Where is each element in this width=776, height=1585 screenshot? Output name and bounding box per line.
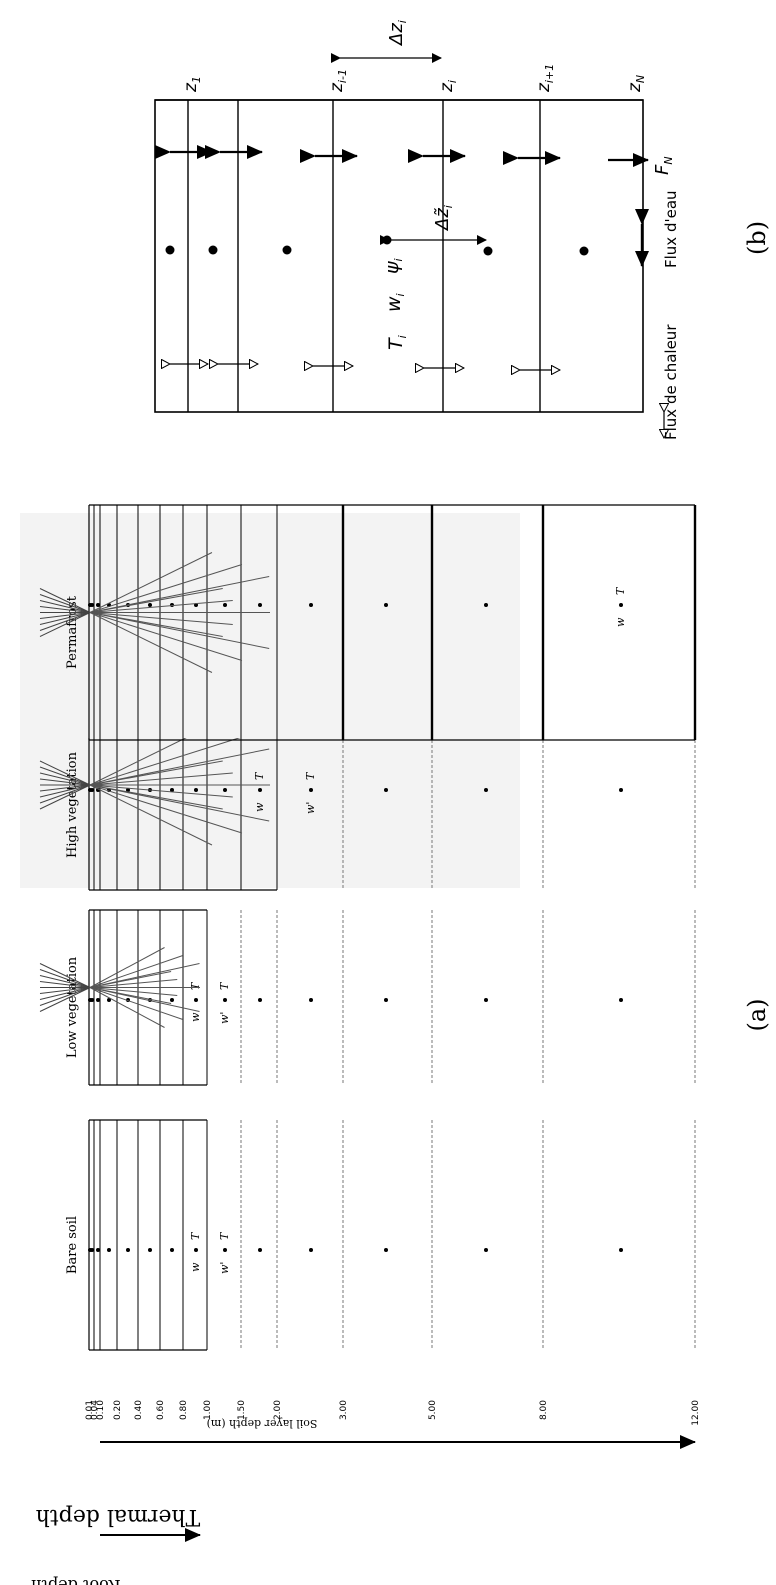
high-vegetation-node-dot bbox=[619, 788, 623, 792]
permafrost-node-dot bbox=[90, 603, 94, 607]
permafrost-node-dot bbox=[309, 603, 313, 607]
low-vegetation-node-dot bbox=[484, 998, 488, 1002]
low-vegetation-node-dot bbox=[619, 998, 623, 1002]
bare-soil-title: Bare soil bbox=[65, 1216, 80, 1274]
bare-soil-node-dot bbox=[194, 1248, 198, 1252]
depth-tick-label: 0.20 bbox=[113, 1400, 123, 1420]
high-vegetation-node-dot bbox=[194, 788, 198, 792]
low-vegetation-node-dot bbox=[223, 998, 227, 1002]
caption-a: (a) bbox=[743, 998, 771, 1031]
depth-tick-label: 8.00 bbox=[539, 1400, 549, 1420]
axis-title: Soil layer depth (m) bbox=[207, 1417, 318, 1430]
label-zip1: zi+1 bbox=[534, 64, 556, 93]
bare-soil-node-dot bbox=[96, 1248, 100, 1252]
legend-water-label: Flux d'eau bbox=[662, 190, 680, 268]
var-w: wi bbox=[383, 293, 407, 312]
wp-label: w' bbox=[218, 1012, 231, 1024]
t-label: T bbox=[189, 1231, 202, 1240]
w-label: w bbox=[253, 802, 266, 812]
depth-tick-label: 0.60 bbox=[156, 1400, 166, 1420]
bare-soil-node-dot bbox=[384, 1248, 388, 1252]
bare-soil-node-dot bbox=[107, 1248, 111, 1252]
root-depth-label: Root depth bbox=[31, 1576, 121, 1585]
permafrost-node-dot bbox=[258, 603, 262, 607]
caption-b: (b) bbox=[743, 221, 771, 255]
low-vegetation-node-dot bbox=[170, 998, 174, 1002]
low-vegetation-node-dot bbox=[90, 998, 94, 1002]
bare-soil-node-dot bbox=[258, 1248, 262, 1252]
high-vegetation-node-dot bbox=[484, 788, 488, 792]
depth-tick-label: 12.00 bbox=[691, 1400, 701, 1426]
w-label: w bbox=[189, 1262, 202, 1272]
depth-tick-label: 0.40 bbox=[134, 1400, 144, 1420]
high-vegetation-node-dot bbox=[258, 788, 262, 792]
low-vegetation-node-dot bbox=[309, 998, 313, 1002]
depth-tick-label: 0.10 bbox=[96, 1400, 106, 1420]
high-vegetation-node-dot bbox=[309, 788, 313, 792]
low-vegetation-node-dot bbox=[194, 998, 198, 1002]
flux-FN-label: FN bbox=[652, 156, 675, 175]
bare-soil-node-dot bbox=[90, 1248, 94, 1252]
depth-tick-label: 3.00 bbox=[339, 1400, 349, 1420]
depth-tick-label: 0.80 bbox=[179, 1400, 189, 1420]
permafrost-node-dot bbox=[619, 603, 623, 607]
node-dot bbox=[283, 246, 292, 255]
permafrost-node-dot bbox=[96, 603, 100, 607]
high-vegetation-title: High vegetation bbox=[65, 751, 80, 858]
delta-z-label: Δzi bbox=[386, 20, 409, 47]
var-t: Ti bbox=[385, 335, 409, 350]
t-label: T bbox=[218, 981, 231, 990]
node-dot bbox=[209, 246, 218, 255]
bare-soil-node-dot bbox=[484, 1248, 488, 1252]
depth-tick-label: 2.00 bbox=[273, 1400, 283, 1420]
low-vegetation-node-dot bbox=[258, 998, 262, 1002]
bare-soil-node-dot bbox=[619, 1248, 623, 1252]
label-zN: zN bbox=[625, 75, 647, 93]
permafrost-node-dot bbox=[384, 603, 388, 607]
bare-soil-node-dot bbox=[170, 1248, 174, 1252]
label-zim1: zi-1 bbox=[327, 69, 349, 93]
high-vegetation-node-dot bbox=[223, 788, 227, 792]
wp-label: w' bbox=[218, 1262, 231, 1274]
permafrost-node-dot bbox=[223, 603, 227, 607]
permafrost-shade bbox=[20, 513, 520, 738]
w-label: w bbox=[189, 1012, 202, 1022]
delta-z-tilde-label: Δz̃i bbox=[432, 205, 455, 232]
permafrost-node-dot bbox=[484, 603, 488, 607]
bare-soil-node-dot bbox=[148, 1248, 152, 1252]
t-label: T bbox=[189, 981, 202, 990]
high-vegetation-node-dot bbox=[384, 788, 388, 792]
node-dot bbox=[580, 247, 589, 256]
thermal-depth-label: Thermal depth bbox=[36, 1504, 201, 1529]
low-vegetation-node-dot bbox=[96, 998, 100, 1002]
bare-soil-node-dot bbox=[309, 1248, 313, 1252]
panel-b: z1 zi-1 zi zi+1 zN Δzi FN bbox=[155, 20, 771, 440]
depth-tick-label: 1.50 bbox=[237, 1400, 247, 1420]
label-z1: z1 bbox=[181, 76, 203, 93]
low-vegetation-title: Low vegetation bbox=[65, 956, 80, 1058]
bare-soil-node-dot bbox=[126, 1248, 130, 1252]
t-label: T bbox=[614, 586, 627, 595]
w-label: w bbox=[614, 617, 627, 627]
var-psi: ψi bbox=[381, 258, 405, 274]
legend-heat-label: Flux de chaleur bbox=[662, 324, 680, 440]
depth-tick-label: 5.00 bbox=[428, 1400, 438, 1420]
label-zi: zi bbox=[437, 80, 459, 93]
soil-column-box bbox=[155, 100, 643, 412]
node-dot bbox=[484, 247, 493, 256]
permafrost-node-dot bbox=[148, 603, 152, 607]
t-label: T bbox=[218, 1231, 231, 1240]
wp-label: w' bbox=[304, 802, 317, 814]
depth-tick-label: 1.00 bbox=[203, 1400, 213, 1420]
high-vegetation-node-dot bbox=[90, 788, 94, 792]
low-vegetation-node-dot bbox=[384, 998, 388, 1002]
bare-soil-node-dot bbox=[223, 1248, 227, 1252]
node-dot bbox=[166, 246, 175, 255]
